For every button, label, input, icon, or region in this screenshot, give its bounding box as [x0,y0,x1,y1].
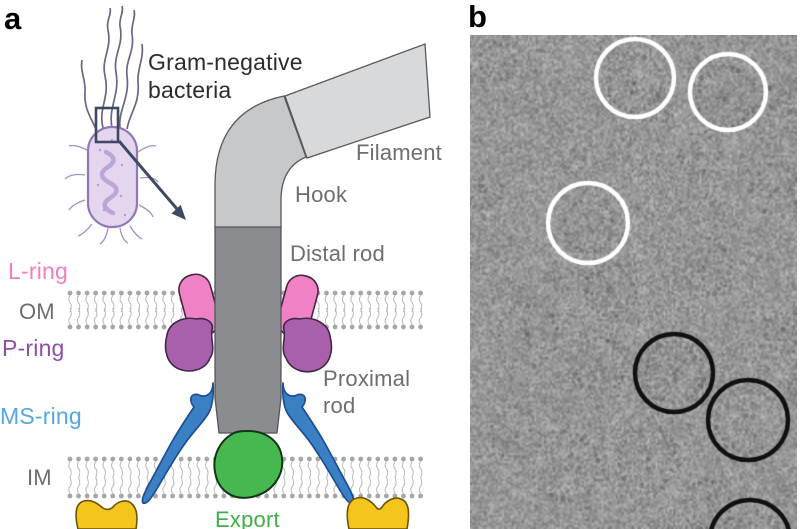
panel-b-label: b [468,1,487,32]
label-filament: Filament [356,140,442,167]
stator-right-shape [347,498,408,529]
label-export: Export [215,507,280,529]
ms-ring-left-shape [142,383,213,503]
label-distal-rod: Distal rod [290,241,385,268]
label-ms-ring: MS-ring [0,402,82,430]
p-ring-left-shape [166,318,213,371]
label-l-ring: L-ring [8,257,68,285]
flagellar-motor-diagram [0,0,470,529]
label-im: IM [27,465,52,492]
flagella-lines [82,6,143,129]
label-proximal-rod: Proximal rod [323,366,419,420]
rod-shape [215,226,281,433]
cryo-em-micrograph [470,35,797,529]
caption-bacteria: bacteria [148,76,231,104]
bacterium-inset [65,6,186,244]
export-apparatus-shape [214,431,282,498]
p-ring-right-shape [283,318,331,371]
label-hook: Hook [295,182,347,209]
caption-gram-negative: Gram-negative [148,48,303,76]
label-p-ring: P-ring [2,334,65,362]
stator-left-shape [76,501,137,529]
label-om: OM [19,299,55,326]
